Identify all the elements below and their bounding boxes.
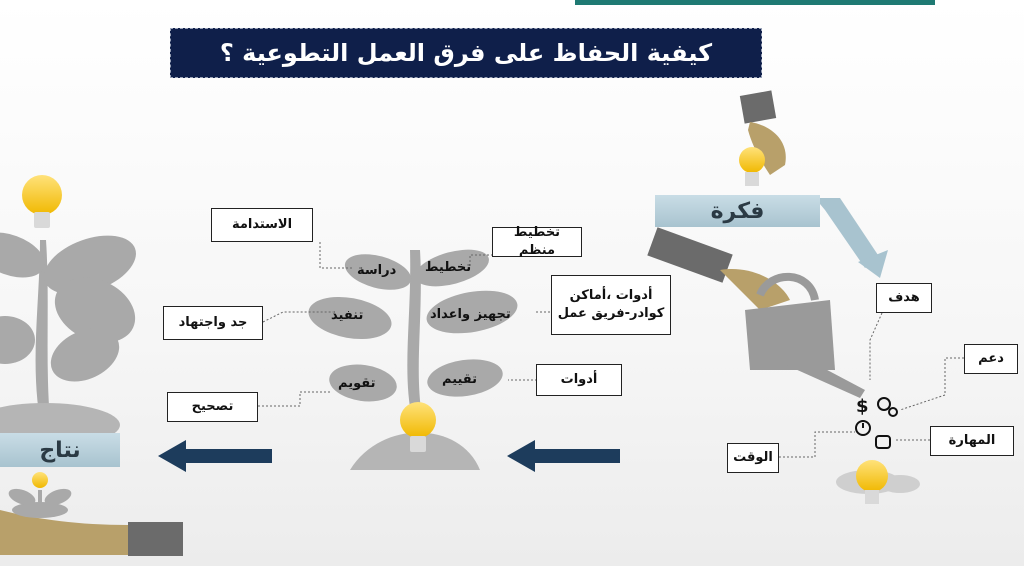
label-support: دعم xyxy=(964,344,1018,374)
page-title: كيفية الحفاظ على فرق العمل التطوعية ؟ xyxy=(170,28,762,78)
leaf-straightening: تقويم xyxy=(338,376,376,391)
center-connectors xyxy=(258,242,554,407)
top-accent-bar xyxy=(575,0,935,5)
flow-arrow-left xyxy=(158,440,272,472)
label-sustainability: الاستدامة xyxy=(211,208,313,242)
right-connectors xyxy=(779,312,964,458)
leaf-study: دراسة xyxy=(357,263,397,278)
money-gears-clock-icons: $ xyxy=(855,396,898,449)
leaf-preparation: تجهيز واعداد xyxy=(430,307,511,322)
center-plant-illustration xyxy=(308,249,518,470)
label-tools-cadres: أدوات ،أماكن كوادر-فريق عمل xyxy=(551,275,671,335)
center-bulb-icon xyxy=(400,402,436,452)
leaf-evaluation: تقييم xyxy=(442,372,478,387)
leaf-execution: تنفيذ xyxy=(331,308,364,323)
results-banner: نتاج xyxy=(0,433,120,467)
label-correction: تصحيح xyxy=(167,392,258,422)
hand-bulb-illustration xyxy=(739,90,786,186)
idea-banner: فكرة xyxy=(655,195,820,227)
label-organized-planning: تخطيط منظم xyxy=(492,225,582,258)
left-plant-illustration xyxy=(0,232,136,447)
label-goal: هدف xyxy=(876,283,932,313)
svg-text:$: $ xyxy=(856,396,869,417)
label-effort: جد واجتهاد xyxy=(163,306,263,340)
flow-arrow-right xyxy=(507,440,620,472)
label-tools: أدوات xyxy=(536,364,622,396)
watering-can-illustration xyxy=(647,227,865,398)
label-time: الوقت xyxy=(727,443,779,473)
cloud-bulb-illustration xyxy=(836,460,920,504)
idea-down-arrow xyxy=(815,198,888,278)
label-tools-places: أدوات ،أماكن xyxy=(569,288,653,304)
leaf-planning: تخطيط xyxy=(425,260,472,275)
label-cadres-team: كوادر-فريق عمل xyxy=(557,306,665,321)
left-bulb-icon xyxy=(22,175,62,228)
seedling-hand-illustration xyxy=(0,472,183,556)
label-skill: المهارة xyxy=(930,426,1014,456)
